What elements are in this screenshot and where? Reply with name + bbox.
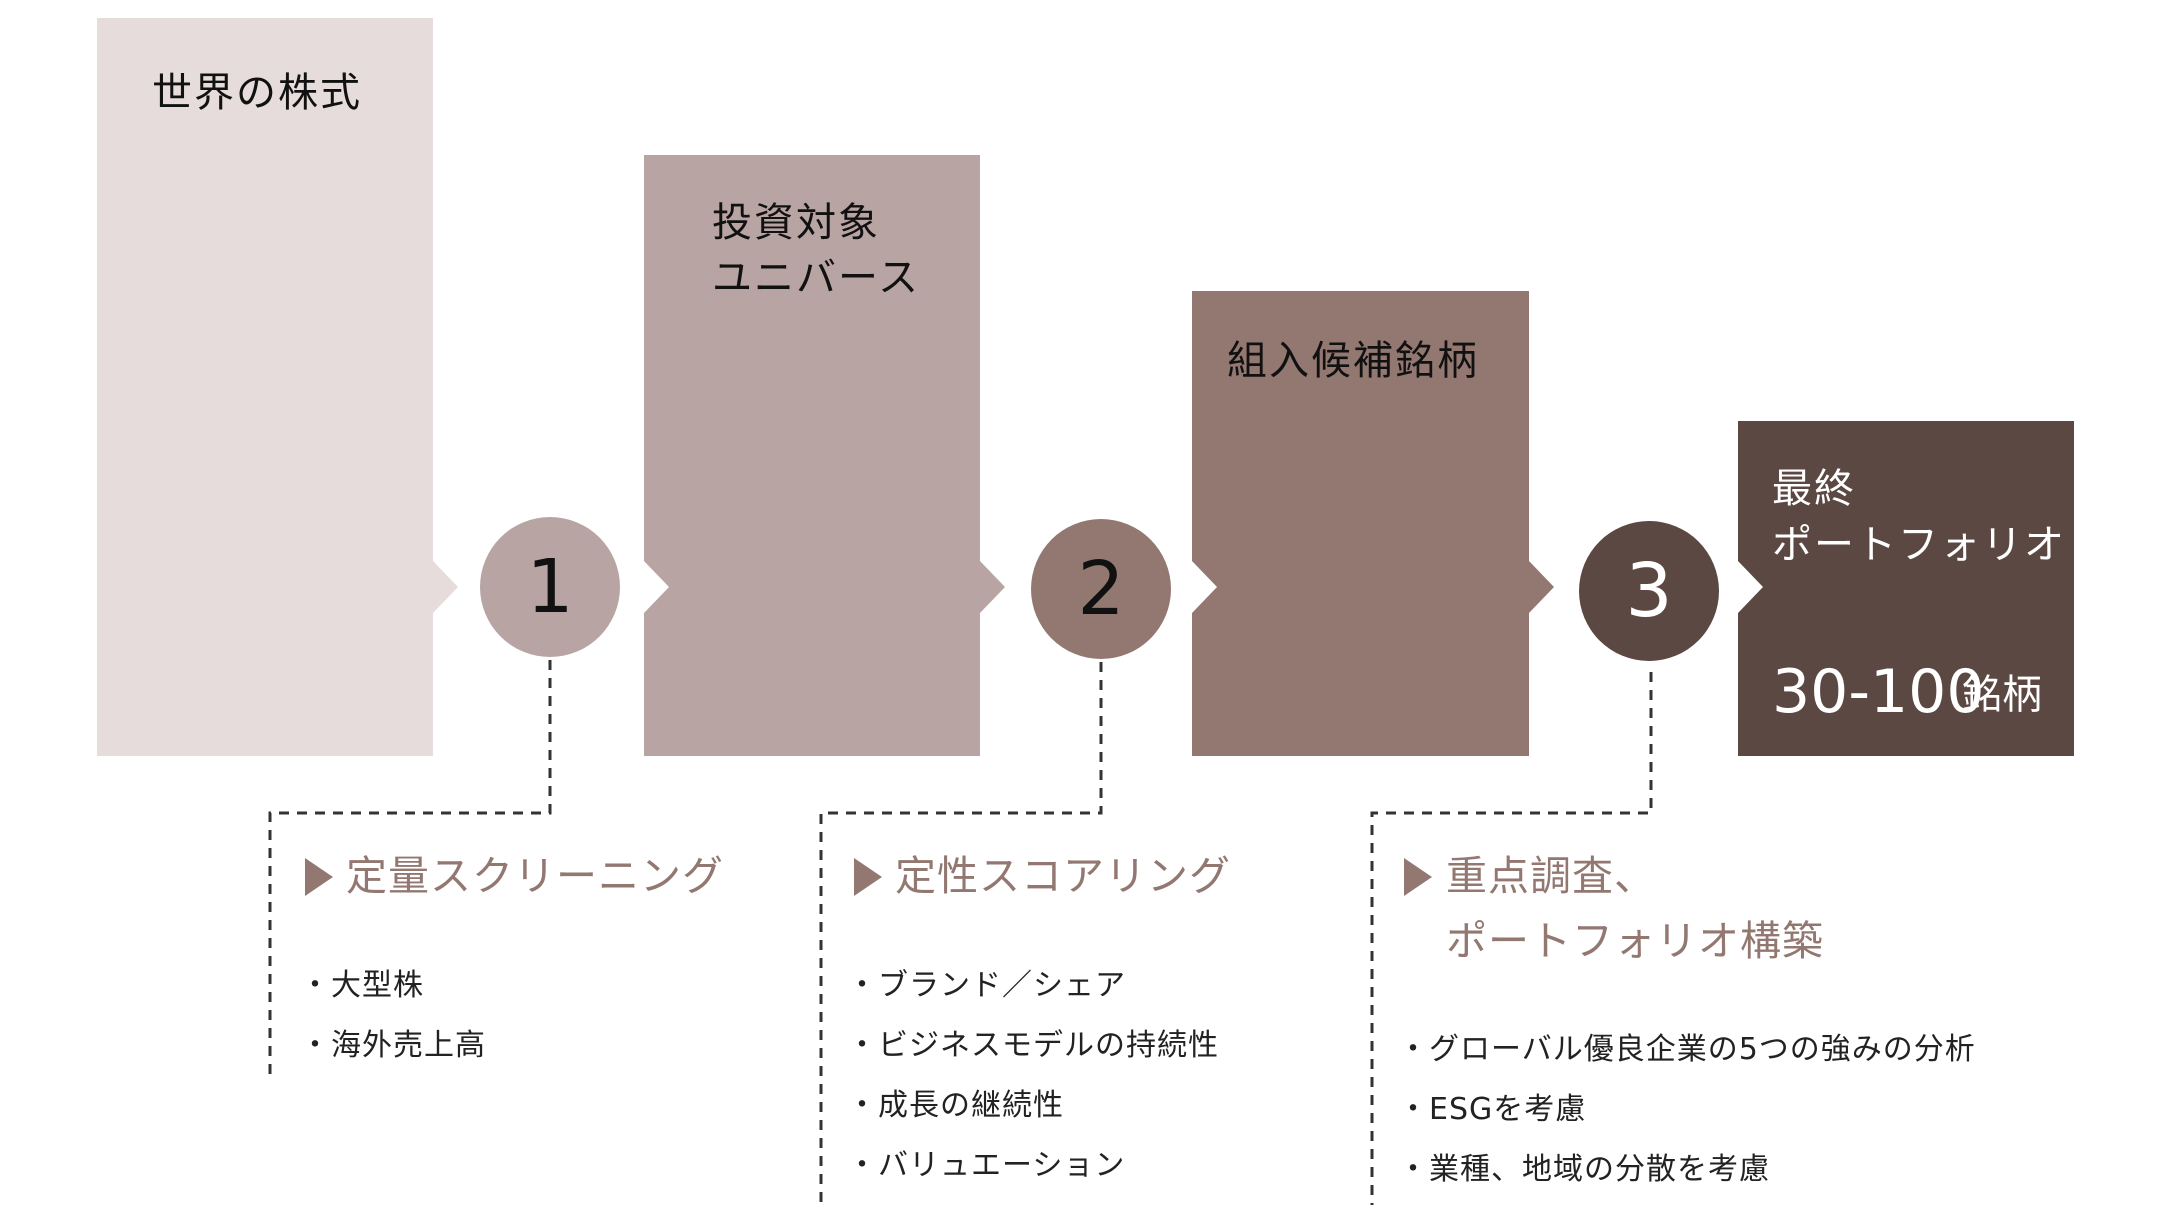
step-heading-2: 定性スコアリング bbox=[895, 852, 1231, 900]
stage-box-candidate-stocks bbox=[1192, 291, 1554, 756]
step-2-bullet: ・成長の継続性 bbox=[847, 1088, 1064, 1123]
step-number-1: 1 bbox=[526, 544, 574, 630]
step-circle-1 bbox=[480, 517, 620, 657]
step-2-bullet: ・ブランド／シェア bbox=[847, 968, 1126, 1003]
connector-step-1 bbox=[268, 660, 552, 1080]
step-heading-3-line2: ポートフォリオ構築 bbox=[1446, 917, 1824, 965]
stage-box-investment-universe bbox=[644, 155, 1005, 756]
step-circle-3 bbox=[1579, 521, 1719, 661]
step-3-bullet: ・グローバル優良企業の5つの強みの分析 bbox=[1398, 1032, 1976, 1067]
step-2-bullet: ・ビジネスモデルの持続性 bbox=[847, 1028, 1219, 1063]
stage-box-final-portfolio bbox=[1738, 421, 2074, 756]
step-number-3: 3 bbox=[1625, 548, 1673, 634]
connector-step-2 bbox=[819, 662, 1103, 1205]
final-stock-count-unit: 銘柄 bbox=[1962, 672, 2042, 718]
play-triangle-icon bbox=[1404, 858, 1432, 896]
play-triangle-icon bbox=[854, 858, 882, 896]
step-1-bullet: ・大型株 bbox=[300, 968, 424, 1003]
stage-title-final-line1: 最終 bbox=[1772, 466, 1856, 512]
stage-title-universe-line1: 投資対象 bbox=[712, 200, 880, 246]
step-circle-2 bbox=[1031, 519, 1171, 659]
step-heading-1: 定量スクリーニング bbox=[346, 852, 724, 900]
step-1-bullet: ・海外売上高 bbox=[300, 1028, 486, 1063]
step-number-2: 2 bbox=[1077, 546, 1125, 632]
step-2-bullet: ・バリュエーション bbox=[847, 1148, 1126, 1183]
step-heading-3-line1: 重点調査、 bbox=[1446, 852, 1656, 900]
stage-title-world-equities: 世界の株式 bbox=[152, 70, 362, 116]
stage-title-universe-line2: ユニバース bbox=[712, 255, 920, 301]
stage-title-candidates: 組入候補銘柄 bbox=[1227, 338, 1479, 384]
stage-title-final-line2: ポートフォリオ bbox=[1772, 522, 2066, 568]
step-3-bullet: ・業種、地域の分散を考慮 bbox=[1398, 1152, 1770, 1187]
step-3-bullet: ・ESGを考慮 bbox=[1398, 1092, 1587, 1127]
stage-box-world-equities bbox=[97, 18, 458, 756]
play-triangle-icon bbox=[305, 858, 333, 896]
connector-step-3 bbox=[1370, 672, 1653, 1205]
final-stock-count: 30-100 bbox=[1772, 657, 1985, 727]
